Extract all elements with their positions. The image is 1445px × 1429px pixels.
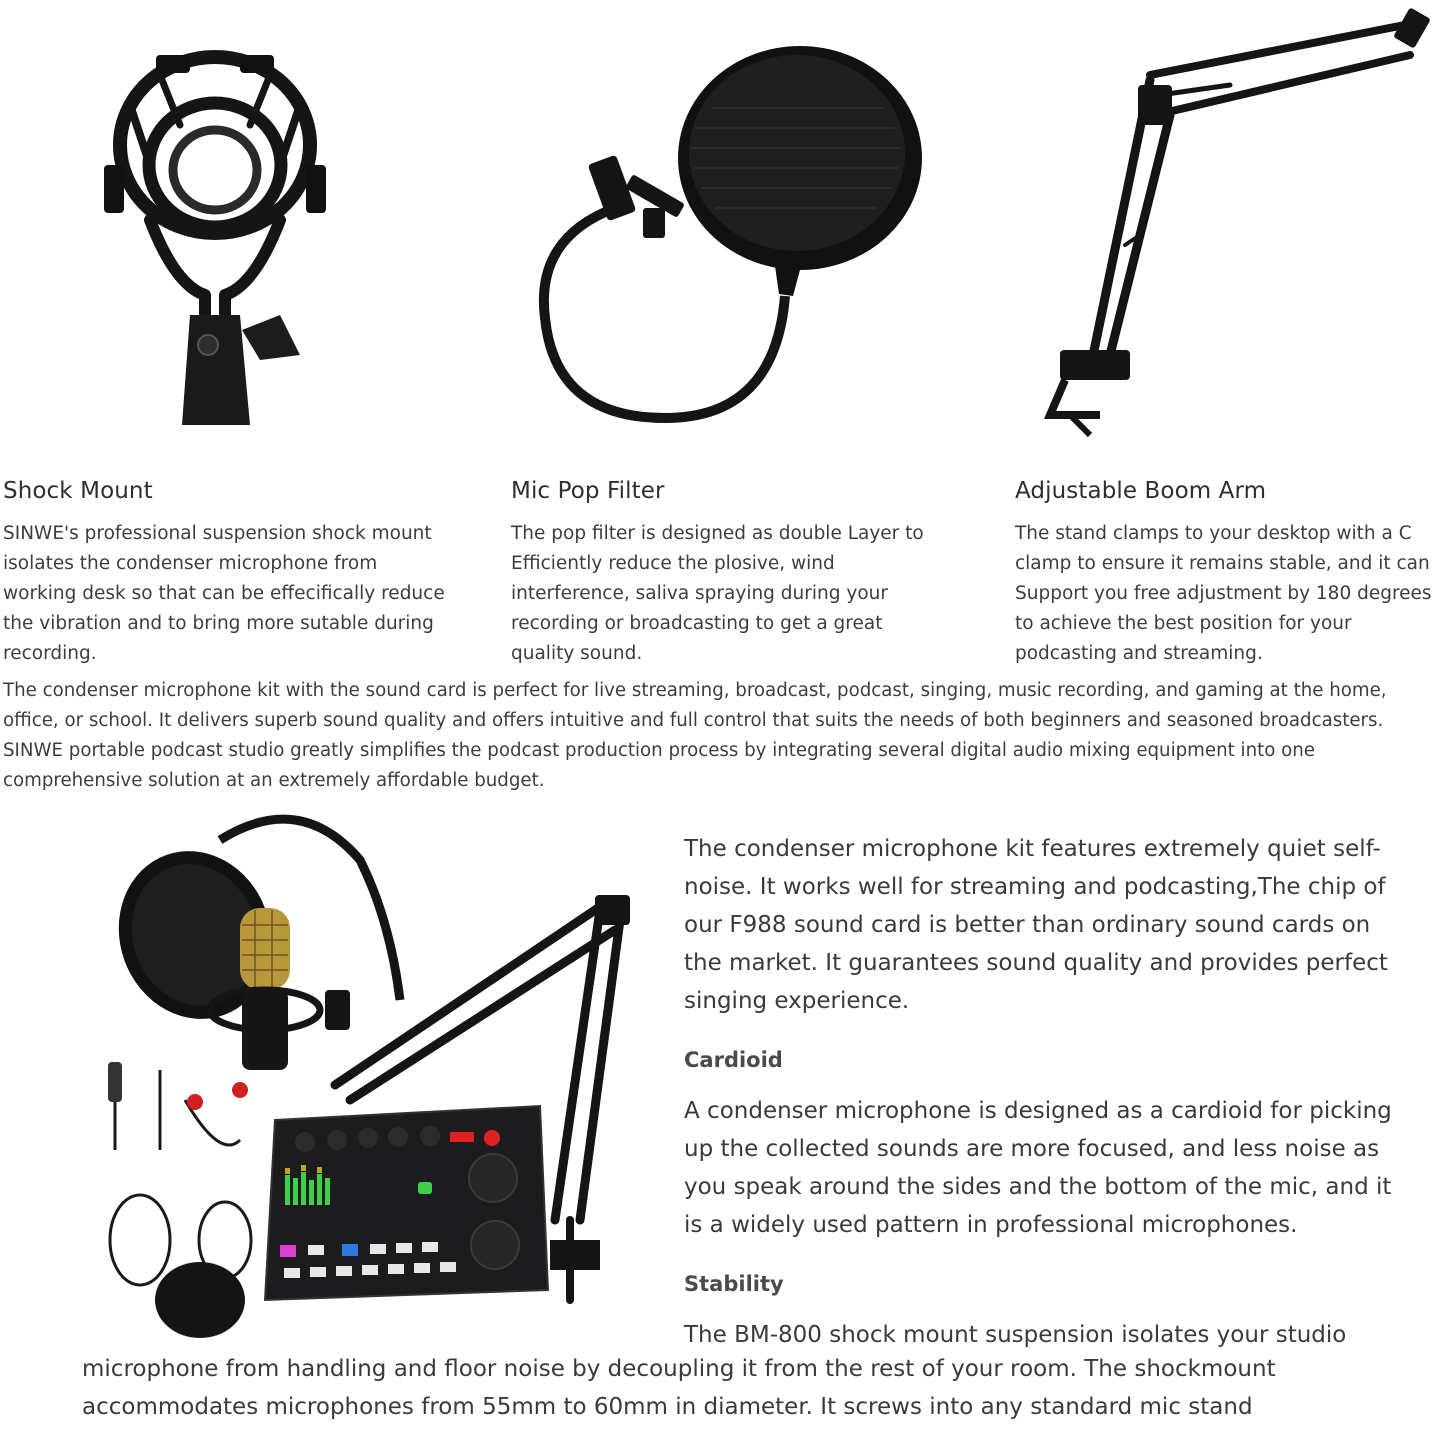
stability-line-3: accommodates microphones from 55mm to 60… bbox=[82, 1394, 1253, 1420]
pop-filter-title: Mic Pop Filter bbox=[511, 478, 665, 504]
text-line: noise. It works well for streaming and p… bbox=[684, 874, 1386, 900]
text-line: singing experience. bbox=[684, 988, 910, 1014]
stability-line-2: microphone from handling and floor noise… bbox=[82, 1356, 1276, 1382]
text-line: podcasting and streaming. bbox=[1015, 643, 1263, 664]
boom-arm-image bbox=[1030, 5, 1440, 440]
kit-description: The condenser microphone kit features ex… bbox=[684, 830, 1429, 1020]
microphone-kit-image bbox=[100, 800, 645, 1345]
text-line: isolates the condenser microphone from bbox=[3, 553, 378, 574]
text-line: clamp to ensure it remains stable, and i… bbox=[1015, 553, 1430, 574]
stability-first-line: The BM-800 shock mount suspension isolat… bbox=[684, 1316, 1429, 1354]
text-line: The stand clamps to your desktop with a … bbox=[1015, 523, 1412, 544]
text-line: Support you free adjustment by 180 degre… bbox=[1015, 583, 1432, 604]
text-line: working desk so that can be effecificall… bbox=[3, 583, 445, 604]
text-line: the vibration and to bring more sutable … bbox=[3, 613, 434, 634]
shock-mount-description: SINWE's professional suspension shock mo… bbox=[3, 519, 483, 669]
pop-filter-image bbox=[535, 38, 935, 433]
pop-filter-description: The pop filter is designed as double Lay… bbox=[511, 519, 991, 669]
text-line: quality sound. bbox=[511, 643, 643, 664]
text-line: The BM-800 shock mount suspension isolat… bbox=[684, 1322, 1347, 1348]
text-line: recording. bbox=[3, 643, 97, 664]
text-line: is a widely used pattern in professional… bbox=[684, 1212, 1298, 1238]
shock-mount-title: Shock Mount bbox=[3, 478, 153, 504]
text-line: comprehensive solution at an extremely a… bbox=[3, 770, 545, 791]
boom-arm-description: The stand clamps to your desktop with a … bbox=[1015, 519, 1443, 669]
text-line: office, or school. It delivers superb so… bbox=[3, 710, 1384, 731]
text-line: The condenser microphone kit with the so… bbox=[3, 680, 1387, 701]
text-line: SINWE's professional suspension shock mo… bbox=[3, 523, 432, 544]
cardioid-description: A condenser microphone is designed as a … bbox=[684, 1092, 1429, 1244]
text-line: interference, saliva spraying during you… bbox=[511, 583, 888, 604]
intro-paragraph: The condenser microphone kit with the so… bbox=[3, 676, 1443, 796]
stability-heading: Stability bbox=[684, 1272, 784, 1296]
text-line: The pop filter is designed as double Lay… bbox=[511, 523, 924, 544]
text-line: up the collected sounds are more focused… bbox=[684, 1136, 1380, 1162]
text-line: to achieve the best position for your bbox=[1015, 613, 1352, 634]
text-line: A condenser microphone is designed as a … bbox=[684, 1098, 1392, 1124]
text-line: the market. It guarantees sound quality … bbox=[684, 950, 1388, 976]
cardioid-heading: Cardioid bbox=[684, 1048, 783, 1072]
text-line: recording or broadcasting to get a great bbox=[511, 613, 883, 634]
text-line: The condenser microphone kit features ex… bbox=[684, 836, 1381, 862]
text-line: you speak around the sides and the botto… bbox=[684, 1174, 1392, 1200]
text-line: SINWE portable podcast studio greatly si… bbox=[3, 740, 1315, 761]
shock-mount-image bbox=[90, 45, 350, 435]
text-line: our F988 sound card is better than ordin… bbox=[684, 912, 1371, 938]
boom-arm-title: Adjustable Boom Arm bbox=[1015, 478, 1267, 504]
text-line: Efficiently reduce the plosive, wind bbox=[511, 553, 835, 574]
